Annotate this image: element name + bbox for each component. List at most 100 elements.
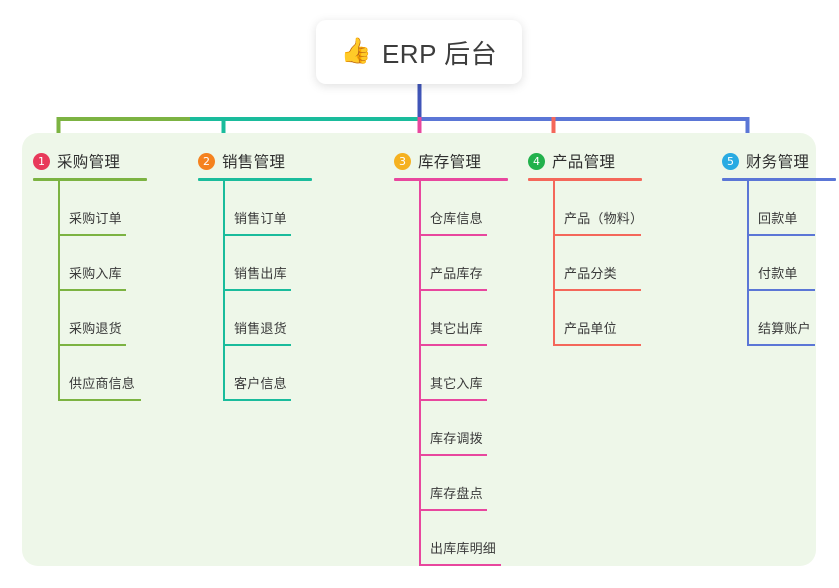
- branch-column-finance: 5 财务管理回款单付款单结算账户: [711, 144, 839, 346]
- column-title: 销售管理: [222, 154, 286, 171]
- list-item-underline: [419, 234, 487, 236]
- column-index-badge: 3: [394, 152, 411, 170]
- list-item[interactable]: 采购入库: [22, 236, 182, 291]
- list-item-label: 采购入库: [69, 266, 122, 281]
- list-item-underline: [419, 509, 487, 511]
- list-item-underline: [419, 454, 487, 456]
- list-item[interactable]: 客户信息: [187, 346, 347, 401]
- column-header[interactable]: 1 采购管理: [22, 144, 182, 181]
- list-item-label: 其它出库: [430, 321, 483, 336]
- column-spine: [223, 181, 225, 401]
- list-item[interactable]: 销售退货: [187, 291, 347, 346]
- list-item-label: 采购订单: [69, 211, 122, 226]
- list-item-underline: [419, 289, 487, 291]
- list-item-underline: [553, 234, 641, 236]
- list-item[interactable]: 结算账户: [711, 291, 839, 346]
- list-item-underline: [223, 344, 291, 346]
- list-item[interactable]: 销售出库: [187, 236, 347, 291]
- column-item-list: 产品（物料） 产品分类产品单位: [517, 181, 677, 346]
- column-header-underline: [528, 178, 642, 181]
- column-title: 财务管理: [746, 154, 810, 171]
- column-index-badge: 1: [33, 152, 50, 170]
- branch-column-inventory: 3 库存管理仓库信息产品库存其它出库其它入库库存调拨库存盘点出库库明细: [383, 144, 543, 566]
- column-header-underline: [394, 178, 508, 181]
- list-item[interactable]: 出库库明细: [383, 511, 543, 566]
- column-item-list: 采购订单采购入库采购退货供应商信息: [22, 181, 182, 401]
- list-item[interactable]: 采购订单: [22, 181, 182, 236]
- column-spine: [58, 181, 60, 401]
- list-item[interactable]: 供应商信息: [22, 346, 182, 401]
- list-item-label: 销售订单: [234, 211, 287, 226]
- list-item[interactable]: 库存盘点: [383, 456, 543, 511]
- branch-column-product: 4 产品管理产品（物料） 产品分类产品单位: [517, 144, 677, 346]
- thumbs-up-icon: 👍: [340, 36, 372, 65]
- column-header[interactable]: 2 销售管理: [187, 144, 347, 181]
- column-header[interactable]: 4 产品管理: [517, 144, 677, 181]
- list-item-underline: [58, 289, 126, 291]
- column-spine: [747, 181, 749, 346]
- column-item-list: 仓库信息产品库存其它出库其它入库库存调拨库存盘点出库库明细: [383, 181, 543, 566]
- list-item-underline: [223, 289, 291, 291]
- list-item-label: 供应商信息: [69, 376, 136, 391]
- column-header-underline: [722, 178, 836, 181]
- list-item[interactable]: 产品（物料）: [517, 181, 677, 236]
- list-item-underline: [58, 344, 126, 346]
- list-item-underline: [553, 344, 641, 346]
- list-item-label: 采购退货: [69, 321, 122, 336]
- list-item-label: 其它入库: [430, 376, 483, 391]
- list-item[interactable]: 仓库信息: [383, 181, 543, 236]
- list-item[interactable]: 其它入库: [383, 346, 543, 401]
- list-item-label: 出库库明细: [430, 541, 497, 556]
- list-item[interactable]: 其它出库: [383, 291, 543, 346]
- list-item-underline: [223, 234, 291, 236]
- column-title: 产品管理: [552, 154, 616, 171]
- list-item-label: 回款单: [758, 211, 798, 226]
- root-node-card[interactable]: 👍 ERP 后台: [316, 20, 522, 84]
- list-item-label: 库存盘点: [430, 486, 483, 501]
- list-item-label: 客户信息: [234, 376, 287, 391]
- list-item[interactable]: 回款单: [711, 181, 839, 236]
- branch-column-purchasing: 1 采购管理采购订单采购入库采购退货供应商信息: [22, 144, 182, 401]
- column-header-underline: [33, 178, 147, 181]
- list-item[interactable]: 产品库存: [383, 236, 543, 291]
- column-spine: [419, 181, 421, 566]
- list-item[interactable]: 产品单位: [517, 291, 677, 346]
- list-item-underline: [223, 399, 291, 401]
- list-item-label: 产品分类: [564, 266, 617, 281]
- column-item-list: 销售订单销售出库销售退货客户信息: [187, 181, 347, 401]
- column-title: 采购管理: [57, 154, 121, 171]
- list-item-label: 产品单位: [564, 321, 617, 336]
- list-item-underline: [419, 564, 501, 566]
- list-item-underline: [419, 399, 487, 401]
- list-item[interactable]: 库存调拨: [383, 401, 543, 456]
- root-node-title: ERP 后台: [381, 38, 498, 69]
- list-item-underline: [58, 234, 126, 236]
- list-item-label: 销售出库: [234, 266, 287, 281]
- column-spine: [553, 181, 555, 346]
- column-item-list: 回款单付款单结算账户: [711, 181, 839, 346]
- list-item[interactable]: 采购退货: [22, 291, 182, 346]
- column-header[interactable]: 5 财务管理: [711, 144, 839, 181]
- column-header-underline: [198, 178, 312, 181]
- list-item-underline: [747, 234, 815, 236]
- column-header[interactable]: 3 库存管理: [383, 144, 543, 181]
- list-item-label: 库存调拨: [430, 431, 483, 446]
- list-item-label: 产品库存: [430, 266, 483, 281]
- list-item-underline: [747, 289, 815, 291]
- column-index-badge: 2: [198, 152, 215, 170]
- branch-column-sales: 2 销售管理销售订单销售出库销售退货客户信息: [187, 144, 347, 401]
- list-item-label: 仓库信息: [430, 211, 483, 226]
- column-index-badge: 5: [722, 152, 739, 170]
- list-item-underline: [58, 399, 141, 401]
- list-item-underline: [747, 344, 815, 346]
- list-item[interactable]: 付款单: [711, 236, 839, 291]
- list-item-underline: [553, 289, 641, 291]
- list-item-label: 销售退货: [234, 321, 287, 336]
- list-item[interactable]: 销售订单: [187, 181, 347, 236]
- column-title: 库存管理: [418, 154, 482, 171]
- list-item-label: 付款单: [758, 266, 798, 281]
- list-item[interactable]: 产品分类: [517, 236, 677, 291]
- column-index-badge: 4: [528, 152, 545, 170]
- list-item-label: 产品（物料）: [564, 211, 644, 226]
- list-item-label: 结算账户: [758, 321, 811, 336]
